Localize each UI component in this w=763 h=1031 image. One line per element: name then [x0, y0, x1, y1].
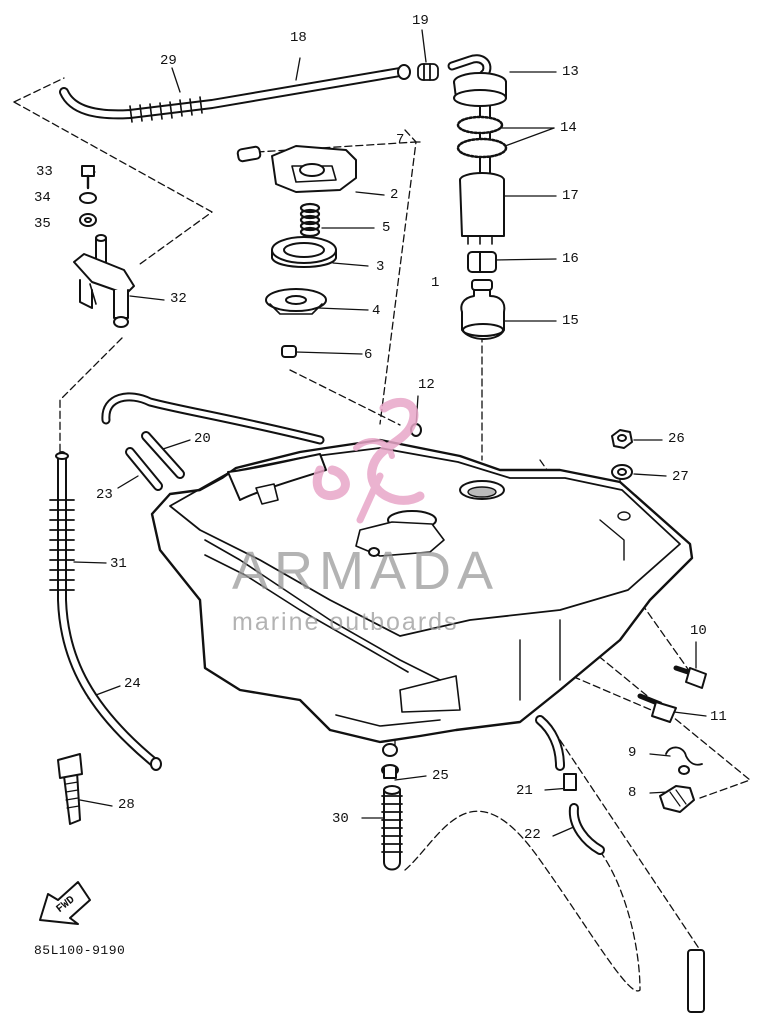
callout-8: 8: [628, 785, 637, 801]
vent-cap-stack: [447, 54, 508, 340]
callout-35: 35: [34, 216, 51, 232]
callout-26: 26: [668, 431, 685, 447]
callout-9: 9: [628, 745, 637, 761]
callout-25: 25: [432, 768, 449, 784]
callout-16: 16: [562, 251, 579, 267]
callout-22: 22: [524, 827, 541, 843]
callout-1: 1: [431, 275, 440, 291]
callout-23: 23: [96, 487, 113, 503]
watermark-logo: [312, 398, 425, 524]
callout-3: 3: [376, 259, 385, 275]
watermark-tagline: marine outboards: [232, 608, 459, 636]
callout-7: 7: [396, 132, 405, 148]
callout-31: 31: [110, 556, 127, 572]
fwd-arrow-icon: [39, 881, 91, 925]
callout-34: 34: [34, 190, 51, 206]
hose-clip-19: [417, 63, 439, 81]
callout-13: 13: [562, 64, 579, 80]
callout-15: 15: [562, 313, 579, 329]
diagram-code: 85L100-9190: [34, 943, 126, 958]
leader-lines: [73, 29, 707, 837]
nut-washer: [611, 429, 633, 480]
callout-32: 32: [170, 291, 187, 307]
gauge-assembly: [236, 145, 357, 358]
tube-hoses: [101, 392, 325, 491]
callout-11: 11: [710, 709, 727, 725]
drain-hose: [49, 451, 162, 771]
callout-29: 29: [160, 53, 177, 69]
callout-24: 24: [124, 676, 141, 692]
callout-6: 6: [364, 347, 373, 363]
callout-19: 19: [412, 13, 429, 29]
lower-fittings: [381, 715, 705, 1013]
callout-14: 14: [560, 120, 577, 136]
fuel-tank: [150, 423, 694, 757]
callout-4: 4: [372, 303, 381, 319]
vent-hose-assembly: [59, 64, 411, 123]
callout-12: 12: [418, 377, 435, 393]
fuel-cock-assembly: [73, 165, 135, 328]
callout-28: 28: [118, 797, 135, 813]
callout-10: 10: [690, 623, 707, 639]
callout-27: 27: [672, 469, 689, 485]
callout-5: 5: [382, 220, 391, 236]
cable-strap: [57, 753, 83, 825]
callout-30: 30: [332, 811, 349, 827]
callout-18: 18: [290, 30, 307, 46]
watermark-brand: ARMADA: [232, 541, 500, 601]
callout-33: 33: [36, 164, 53, 180]
callout-21: 21: [516, 783, 533, 799]
callout-20: 20: [194, 431, 211, 447]
callout-17: 17: [562, 188, 579, 204]
callout-2: 2: [390, 187, 399, 203]
fasteners: [637, 665, 707, 813]
